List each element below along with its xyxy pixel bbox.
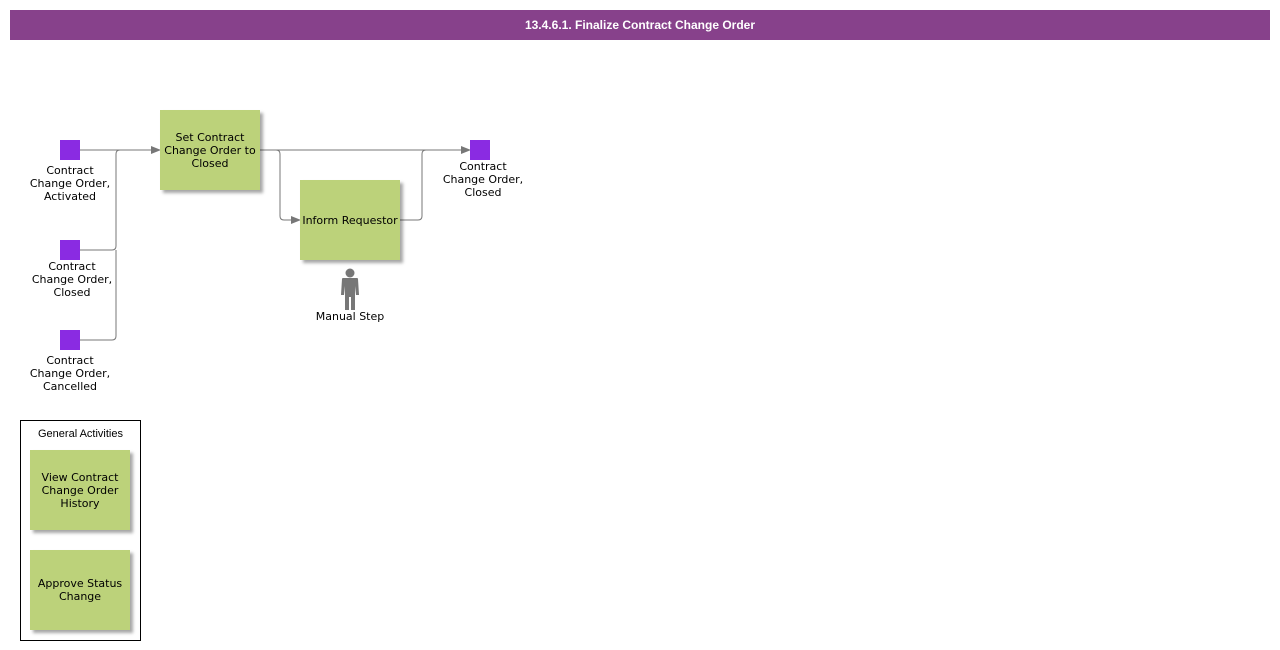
diagram-title: 13.4.6.1. Finalize Contract Change Order <box>524 18 756 32</box>
end-event-closed[interactable] <box>470 140 490 160</box>
start-event-closed-label: Contract Change Order, Closed <box>31 260 113 299</box>
connector-inform-to-end <box>400 149 427 221</box>
person-icon <box>341 268 359 310</box>
legend-title: General Activities <box>38 428 123 440</box>
legend-item-view-history[interactable]: View Contract Change Order History <box>30 450 130 530</box>
connector-closed-to-set-closed <box>80 149 130 251</box>
start-event-cancelled-label: Contract Change Order, Cancelled <box>29 354 111 393</box>
diagram-title-bar: 13.4.6.1. Finalize Contract Change Order <box>10 10 1270 40</box>
connector-set-closed-to-inform <box>275 149 301 224</box>
task-inform-requestor[interactable]: Inform Requestor <box>300 180 400 260</box>
start-event-cancelled[interactable] <box>60 330 80 350</box>
start-event-activated[interactable] <box>60 140 80 160</box>
legend-item-approve-status-change[interactable]: Approve Status Change <box>30 550 130 630</box>
end-event-closed-label: Contract Change Order, Closed <box>442 160 524 199</box>
start-event-activated-label: Contract Change Order, Activated <box>29 164 111 203</box>
task-set-closed[interactable]: Set Contract Change Order to Closed <box>160 110 260 190</box>
connector-cancelled-to-set-closed <box>80 250 117 341</box>
start-event-closed[interactable] <box>60 240 80 260</box>
manual-step-label: Manual Step <box>315 310 385 323</box>
